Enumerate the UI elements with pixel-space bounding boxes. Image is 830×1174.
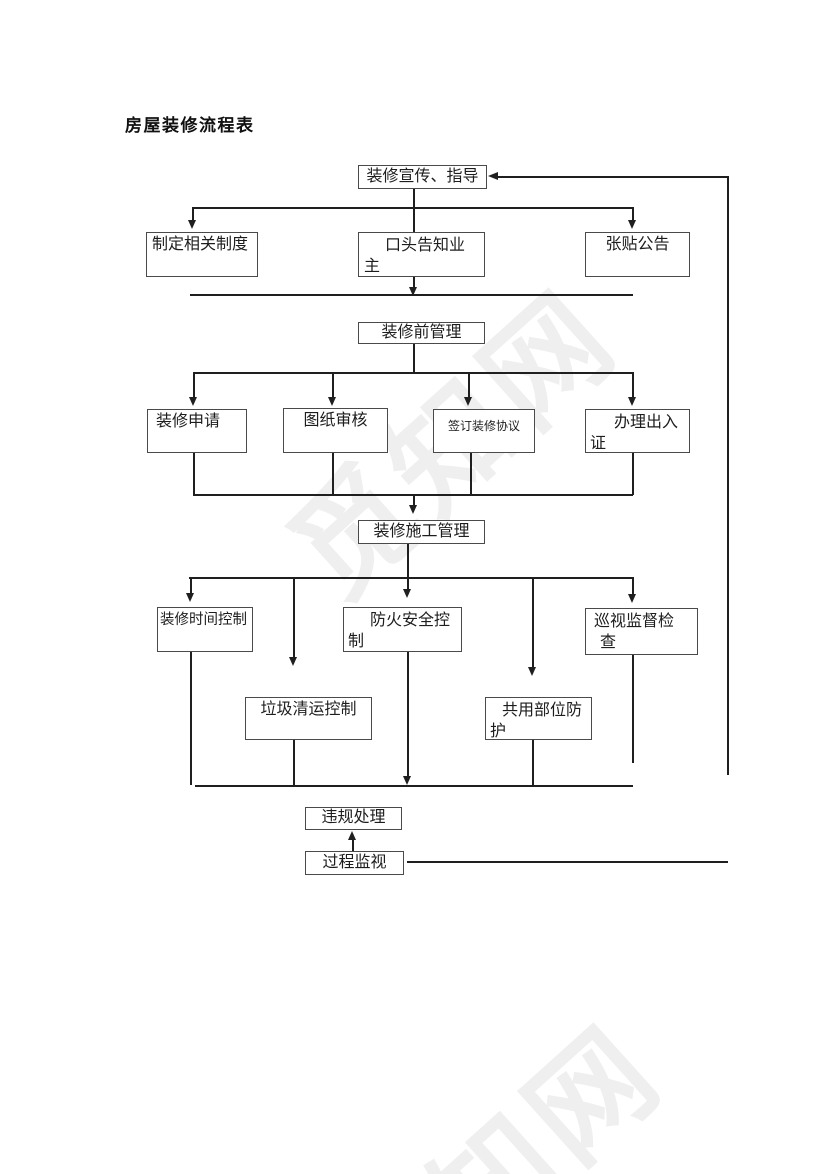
arrowhead-notice (628, 220, 636, 229)
connector-drawing-down (332, 453, 334, 495)
connector-spine-1 (413, 188, 415, 208)
node-sign-agreement: 签订装修协议 (433, 409, 535, 453)
arrowhead-patrol (628, 594, 636, 603)
connector-arrow-agreement (468, 372, 470, 398)
arrowhead-violation (348, 831, 356, 840)
connector-spine-4 (413, 343, 415, 373)
arrowhead-fire (403, 589, 411, 598)
connector-branch1 (192, 207, 633, 209)
node-verbal-notify-owner: 口头告知业 主 (358, 232, 485, 277)
connector-apply-down (193, 453, 195, 495)
arrowhead-time (186, 593, 194, 602)
connector-spine-2 (413, 207, 415, 232)
node-entry-permit: 办理出入 证 (585, 409, 690, 453)
connector-arrow-drawing (332, 372, 334, 398)
node-process-monitoring: 过程监视 (305, 851, 404, 875)
arrowhead-garbage (289, 657, 297, 666)
connector-feedback-top (498, 176, 728, 178)
connector-feedback-right (727, 176, 729, 775)
node-create-rules: 制定相关制度 (146, 232, 258, 277)
arrowhead-rules (188, 220, 196, 229)
watermark-bottom: 觅知网 (291, 979, 693, 1174)
connector-arrow-rules (192, 207, 194, 221)
arrowhead-construction (409, 505, 417, 514)
connector-spine-3 (413, 277, 415, 288)
connector-arrow-permit (632, 372, 634, 398)
connector-spine-5 (413, 494, 415, 506)
arrowhead-drawing (328, 397, 336, 406)
node-garbage-removal-control: 垃圾清运控制 (245, 697, 372, 740)
arrowhead-common (528, 667, 536, 676)
node-publicity-guidance: 装修宣传、指导 (358, 165, 487, 189)
node-fire-safety-control: 防火安全控 制 (343, 607, 462, 652)
connector-branch3 (189, 577, 633, 579)
connector-arrow-patrol (632, 577, 634, 595)
arrowhead-collector2 (403, 776, 411, 785)
connector-agreement-down (470, 453, 472, 495)
arrowhead-permit (628, 397, 636, 406)
node-decoration-application: 装修申请 (147, 409, 247, 453)
connector-permit-down (632, 453, 634, 495)
node-common-area-protection: 共用部位防 护 (485, 697, 592, 740)
connector-common-down (532, 740, 534, 785)
connector-monitor-up (352, 839, 354, 852)
connector-patrol-down (632, 655, 634, 763)
node-pre-decoration-management: 装修前管理 (358, 322, 485, 344)
node-construction-management: 装修施工管理 (358, 520, 485, 544)
node-post-announcement: 张贴公告 (585, 232, 690, 277)
node-time-control: 装修时间控制 (157, 607, 253, 652)
arrowhead-agreement (464, 397, 472, 406)
node-drawing-review: 图纸审核 (283, 408, 388, 453)
connector-arrow-time (190, 577, 192, 594)
connector-arrow-apply (193, 372, 195, 398)
connector-spine-6 (407, 543, 409, 590)
connector-arrow-notice (632, 207, 634, 221)
connector-collector-2 (195, 785, 633, 787)
connector-garbage-down (293, 740, 295, 785)
connector-arrow-common (532, 577, 534, 668)
page-title: 房屋装修流程表 (125, 116, 255, 135)
connector-time-down (190, 652, 192, 785)
node-violation-handling: 违规处理 (305, 807, 402, 830)
node-patrol-inspection: 巡视监督检 查 (585, 608, 698, 655)
arrowhead-into-publicity (488, 172, 498, 180)
arrowhead-apply (189, 397, 197, 406)
connector-arrow-garbage (293, 577, 295, 658)
connector-monitor-feedback (407, 861, 728, 863)
connector-fire-down (407, 652, 409, 777)
arrowhead-bus1 (409, 287, 417, 296)
